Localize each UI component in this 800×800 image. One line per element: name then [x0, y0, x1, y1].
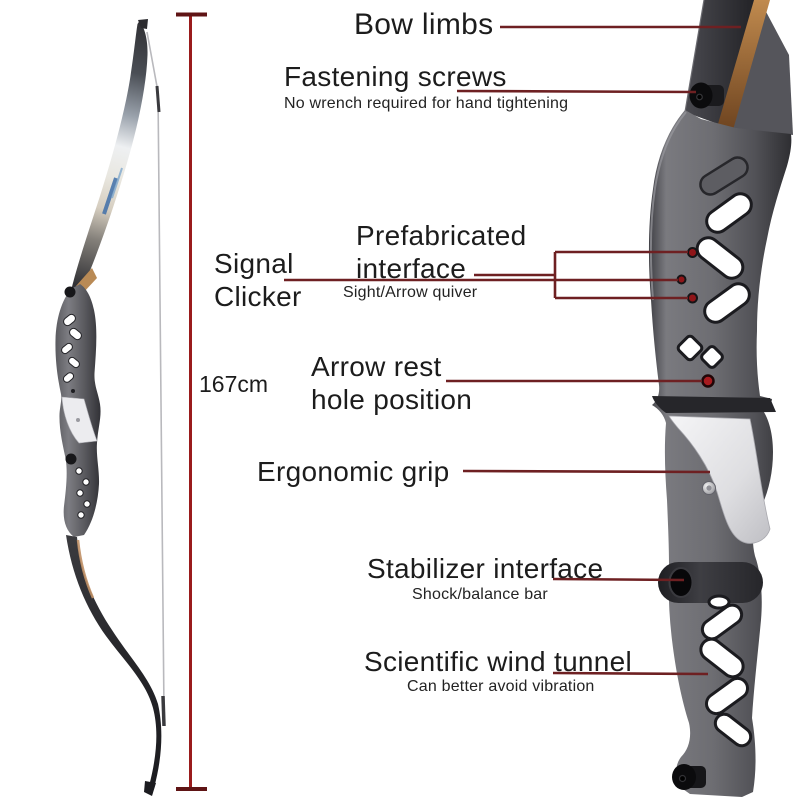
interface-hole-2	[676, 274, 687, 285]
grip-screw-center	[706, 485, 712, 491]
left-grip-screw	[76, 418, 80, 422]
label-stabilizer-interface: Stabilizer interface	[367, 553, 604, 584]
limb-blue-accent-2	[111, 167, 123, 199]
label-ergonomic-grip: Ergonomic grip	[257, 456, 450, 487]
sublabel-scientific-wind-tunnel: Can better avoid vibration	[407, 678, 595, 695]
leader-wind-tunnel	[552, 671, 709, 676]
bow-string	[146, 31, 165, 713]
label-signal-line1: Signal	[214, 248, 294, 279]
left-riser-cutouts	[61, 313, 91, 519]
leader-lines	[284, 25, 741, 676]
label-arrow-line1: Arrow rest	[311, 351, 442, 382]
limb-wood-stripe	[717, 0, 770, 130]
closeup-limb-highlight	[684, 0, 705, 113]
string-serving-bottom	[161, 695, 166, 727]
riser-recess	[699, 156, 749, 196]
left-top-bolt	[64, 286, 76, 298]
label-prefab-line2: interface	[356, 253, 467, 284]
label-signal-clicker: Signal Clicker	[214, 247, 302, 313]
sublabel-stabilizer-interface: Shock/balance bar	[412, 586, 548, 603]
lower-limb-wood-edge	[76, 539, 95, 599]
measurement-line	[176, 12, 207, 791]
upper-limb	[71, 21, 148, 289]
leader-fastening-screws	[456, 89, 697, 94]
label-signal-line2: Clicker	[214, 281, 302, 312]
interface-hole-3	[687, 292, 698, 304]
label-bow-limbs: Bow limbs	[354, 8, 494, 41]
full-bow-image	[55, 19, 166, 796]
stabilizer-hole	[669, 568, 693, 597]
label-fastening-screws: Fastening screws	[284, 61, 507, 92]
sublabel-fastening-screws: No wrench required for hand tightening	[284, 95, 569, 112]
limb-pocket-wedge	[733, 6, 793, 135]
riser-front-highlight	[649, 111, 687, 301]
lower-cutouts	[699, 594, 753, 748]
arrow-rest-hole	[701, 374, 715, 388]
label-arrow-rest: Arrow rest hole position	[311, 350, 472, 416]
leader-stabilizer	[552, 577, 685, 582]
grip	[668, 415, 771, 544]
fastening-knob-top	[689, 82, 724, 109]
length-measurement-label: 167cm	[199, 371, 269, 397]
leader-ergonomic-grip	[462, 469, 711, 474]
arrow-shelf	[652, 396, 776, 413]
label-prefab-line1: Prefabricated	[356, 220, 527, 251]
riser-closeup-image	[648, 0, 793, 797]
stabilizer-hole-rim	[668, 567, 694, 598]
limb-blue-accent	[102, 177, 118, 215]
lower-limb	[66, 535, 162, 788]
upper-cutouts	[676, 192, 753, 369]
label-prefabricated-interface: Prefabricated interface	[356, 219, 526, 285]
label-arrow-line2: hole position	[311, 384, 473, 415]
sublabel-prefabricated-interface: Sight/Arrow quiver	[343, 284, 478, 301]
left-bottom-bolt	[65, 453, 77, 465]
upper-limb-tip	[138, 19, 148, 29]
fastening-knob-bottom	[672, 764, 706, 790]
string-serving-top	[155, 85, 161, 113]
label-scientific-wind-tunnel: Scientific wind tunnel	[364, 646, 633, 677]
lower-limb-tip	[144, 781, 156, 796]
interface-hole-1	[687, 247, 698, 258]
